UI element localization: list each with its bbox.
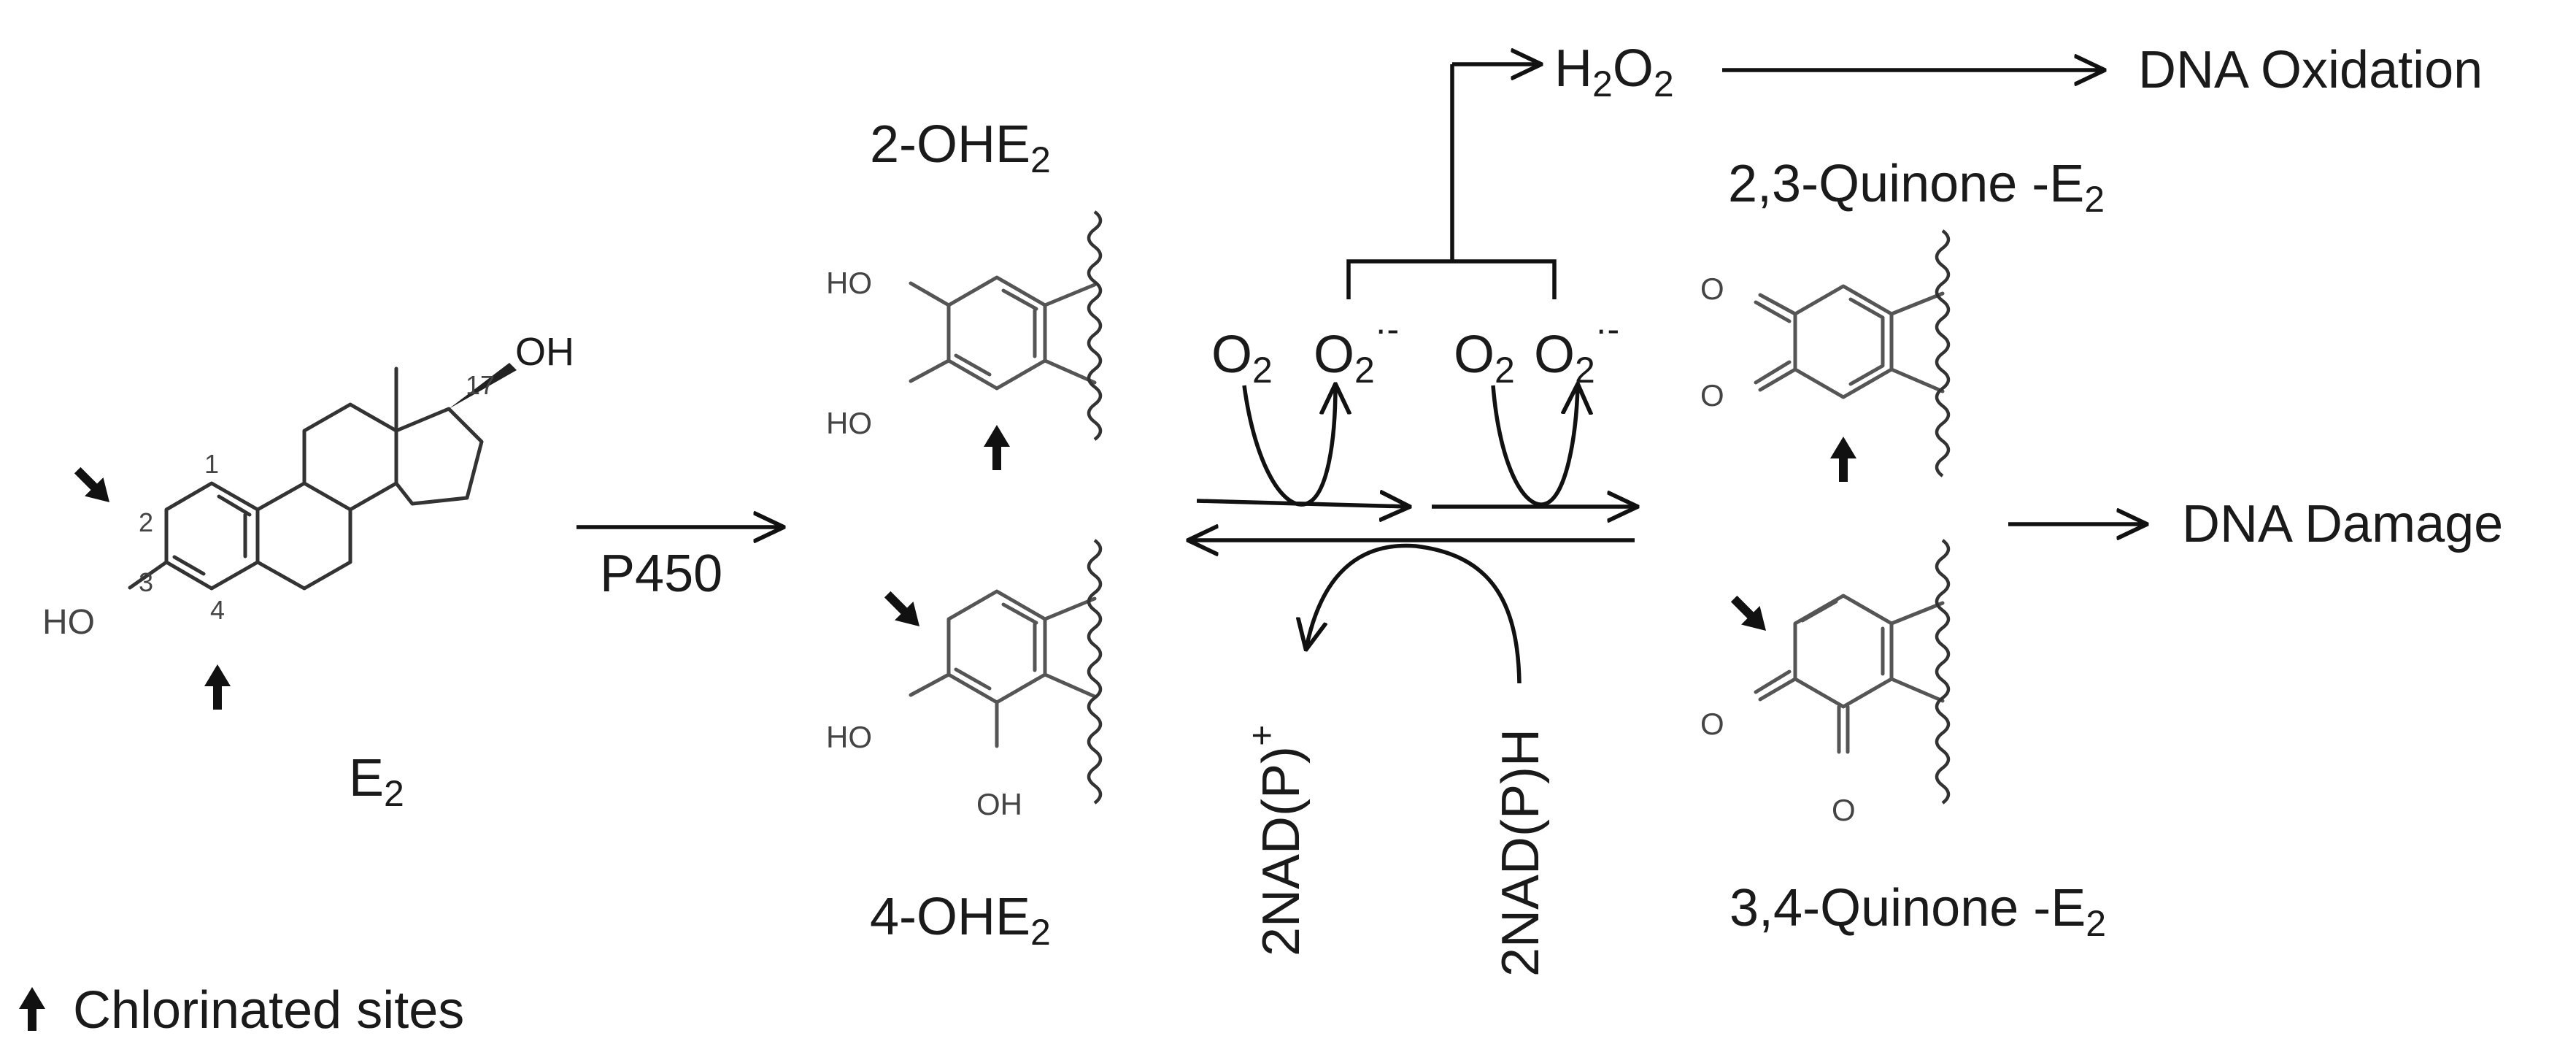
e2-position-17: 17 bbox=[466, 370, 495, 400]
svg-text:HO: HO bbox=[42, 603, 95, 642]
svg-text:2-OHE2: 2-OHE2 bbox=[870, 115, 1051, 180]
4-ohe2-subscript: 2 bbox=[1030, 912, 1051, 953]
h2o2-h: H bbox=[1554, 39, 1592, 98]
4-ohe2-label: 4-OHE bbox=[870, 888, 1030, 946]
2-ohe2-structure: 2-OHE2 HO HO bbox=[826, 115, 1103, 470]
svg-text:O2: O2 bbox=[1211, 326, 1273, 391]
svg-text:4-OHE2: 4-OHE2 bbox=[870, 888, 1051, 953]
h2o2-h-subscript: 2 bbox=[1592, 64, 1613, 104]
p450-enzyme-label: P450 bbox=[600, 545, 722, 603]
svg-text:2,3-Quinone -E2: 2,3-Quinone -E2 bbox=[1728, 155, 2105, 220]
chlorination-arrow-icon bbox=[1730, 595, 1766, 631]
e2-position-4: 4 bbox=[210, 595, 225, 625]
nadp-plus-label: 2NAD(P) bbox=[1252, 746, 1311, 956]
2-3-quinone-o-top: O bbox=[1700, 272, 1724, 306]
legend: Chlorinated sites bbox=[19, 981, 464, 1040]
2-3-quinone-label: 2,3-Quinone -E bbox=[1728, 155, 2084, 213]
e2-structure: HO HO OH 1 2 3 4 17 E2 bbox=[42, 330, 574, 814]
dna-damage-label: DNA Damage bbox=[2182, 495, 2503, 553]
2-ohe2-subscript: 2 bbox=[1030, 139, 1051, 180]
oxygen-2: O bbox=[1454, 326, 1495, 384]
3-4-quinone-o-bottom: O bbox=[1832, 793, 1856, 827]
svg-text:O2·-: O2·- bbox=[1314, 309, 1399, 391]
svg-text:H2O2: H2O2 bbox=[1554, 39, 1674, 104]
chlorination-arrow-icon bbox=[74, 467, 109, 502]
svg-text:O2: O2 bbox=[1454, 326, 1515, 391]
chlorination-arrow-icon bbox=[204, 664, 231, 710]
superoxide-2: O bbox=[1534, 326, 1575, 384]
h2o2-o-subscript: 2 bbox=[1654, 64, 1674, 104]
svg-text:3,4-Quinone -E2: 3,4-Quinone -E2 bbox=[1729, 879, 2106, 944]
e2-oh-17: OH bbox=[515, 330, 574, 374]
superoxide-1-charge: ·- bbox=[1375, 309, 1399, 350]
oxygen-1: O bbox=[1211, 326, 1252, 384]
nadp-plus-charge: + bbox=[1241, 725, 1282, 746]
4-ohe2-oh: OH bbox=[976, 787, 1022, 821]
2-3-quinone-o-bottom: O bbox=[1700, 378, 1724, 412]
2-3-quinone-subscript: 2 bbox=[2084, 179, 2105, 220]
e2-position-3: 3 bbox=[139, 567, 153, 597]
dna-oxidation-label: DNA Oxidation bbox=[2138, 41, 2483, 99]
redox-cycle: O2 O2·- O2 O2·- H2O2 DNA Oxidation bbox=[1189, 39, 2483, 977]
3-4-quinone-o-left: O bbox=[1700, 707, 1724, 741]
3-4-quinone-e2-structure: O O 3,4-Quinone -E2 bbox=[1700, 539, 2106, 944]
2-ohe2-ho-top: HO bbox=[826, 266, 872, 300]
3-4-quinone-subscript: 2 bbox=[2086, 903, 2106, 944]
svg-text:O2·-: O2·- bbox=[1534, 309, 1619, 391]
svg-text:2NAD(P)+: 2NAD(P)+ bbox=[1241, 725, 1311, 956]
h2o2-o: O bbox=[1613, 39, 1654, 98]
2-ohe2-ho-bottom: HO bbox=[826, 406, 872, 440]
e2-label: E bbox=[349, 749, 384, 807]
chlorination-arrow-icon bbox=[1830, 437, 1856, 482]
superoxide-2-charge: ·- bbox=[1595, 309, 1619, 350]
4-ohe2-structure: HO OH 4-OHE2 bbox=[826, 539, 1103, 953]
chlorination-arrow-icon bbox=[984, 425, 1010, 470]
superoxide-1: O bbox=[1314, 326, 1354, 384]
e2-position-2: 2 bbox=[139, 507, 153, 537]
oxygen-1-subscript: 2 bbox=[1252, 350, 1273, 391]
superoxide-2-subscript: 2 bbox=[1575, 350, 1595, 391]
svg-text:E2: E2 bbox=[349, 749, 404, 814]
e2-ho-3: HO bbox=[42, 603, 95, 642]
superoxide-1-subscript: 2 bbox=[1354, 350, 1375, 391]
legend-text: Chlorinated sites bbox=[73, 981, 464, 1040]
chlorinated-site-arrow-icon bbox=[19, 987, 45, 1031]
2-3-quinone-e2-structure: 2,3-Quinone -E2 O O bbox=[1700, 155, 2105, 482]
e2-label-subscript: 2 bbox=[384, 773, 404, 814]
3-4-quinone-label: 3,4-Quinone -E bbox=[1729, 879, 2086, 937]
nadph-label: 2NAD(P)H bbox=[1492, 729, 1550, 977]
2-ohe2-label: 2-OHE bbox=[870, 115, 1030, 174]
4-ohe2-ho: HO bbox=[826, 720, 872, 754]
oxygen-2-subscript: 2 bbox=[1495, 350, 1515, 391]
e2-position-1: 1 bbox=[204, 449, 219, 479]
chlorination-arrow-icon bbox=[884, 591, 919, 626]
